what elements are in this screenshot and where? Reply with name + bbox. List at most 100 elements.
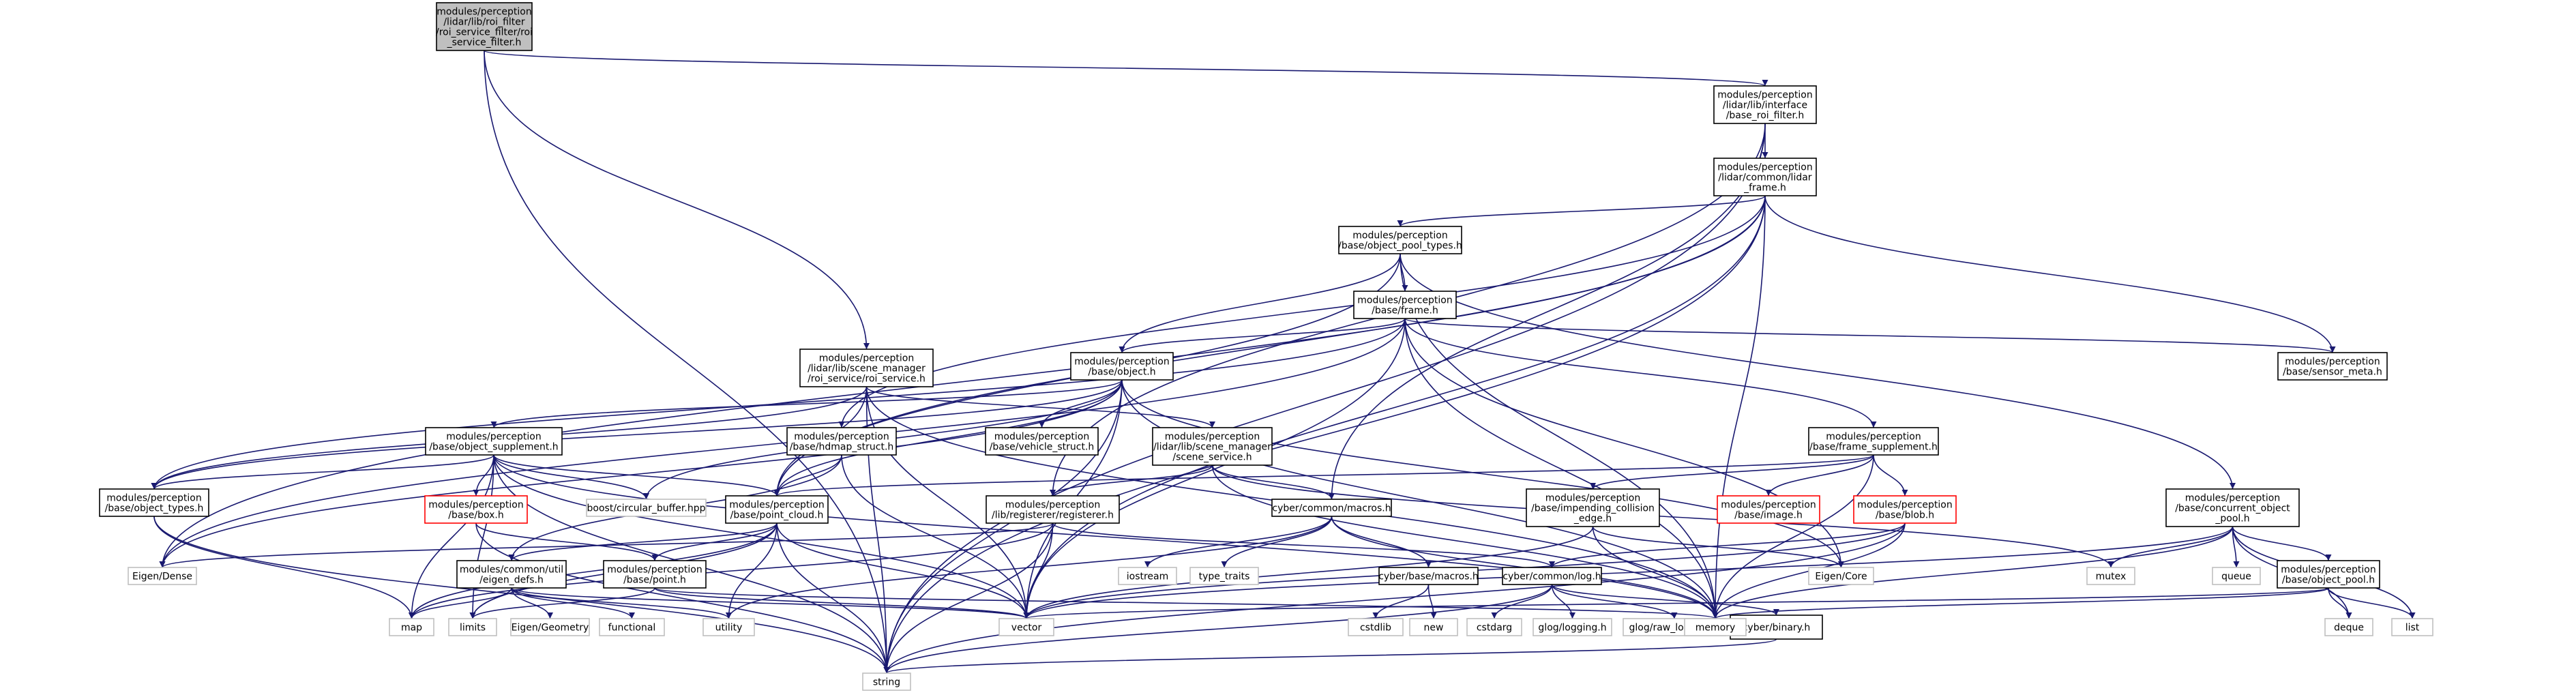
- node-box: [702, 618, 755, 636]
- node-cstdlib: cstdlib: [1348, 618, 1404, 636]
- edge-object_supplement-to-map: [409, 454, 494, 619]
- node-object-supplement[interactable]: modules/perception/base/object_supplemen…: [425, 427, 563, 456]
- edge-lidar_frame-to-object_pool_types: [1397, 195, 1766, 227]
- node-scene-service[interactable]: modules/perception/lidar/lib/scene_manag…: [1152, 427, 1273, 466]
- node-label-line: /base/object_pool_types.h: [1338, 241, 1462, 252]
- edge-roi_service-to-scene_service: [865, 386, 1215, 428]
- node-frame-supplement[interactable]: modules/perception/base/frame_supplement…: [1808, 427, 1939, 456]
- node-memory: memory: [1684, 618, 1747, 636]
- node-label-line: modules/perception: [994, 432, 1089, 443]
- node-label-line: utility: [715, 623, 743, 634]
- edge-registerer-to-vector: [1023, 522, 1054, 619]
- edge-log-to-binary: [1551, 584, 1779, 616]
- node-box: [1808, 567, 1874, 585]
- edge-concurrent_object_pool-to-mutex: [2107, 526, 2234, 568]
- node-label-line: boost/circular_buffer.hpp: [587, 503, 706, 514]
- node-hdmap-struct[interactable]: modules/perception/base/hdmap_struct.h: [786, 427, 897, 456]
- node-object-types[interactable]: modules/perception/base/object_types.h: [99, 488, 209, 517]
- node-box: [456, 560, 567, 589]
- node-label-line: /base/vehicle_struct.h: [990, 442, 1095, 453]
- node-label-line: queue: [2221, 572, 2251, 582]
- edge-registerer-to-log: [1052, 522, 1555, 568]
- edge-object_supplement-to-limits: [469, 454, 494, 619]
- edge-object-to-vehicle_struct: [1039, 379, 1123, 428]
- node-label-line: modules/perception: [819, 353, 914, 364]
- edge-object_supplement-to-vector: [493, 454, 1030, 619]
- edge-binary-to-string: [883, 638, 1777, 674]
- node-blob[interactable]: modules/perception/base/blob.h: [1853, 495, 1957, 524]
- node-label-line: /base/object_supplement.h: [429, 442, 558, 453]
- edge-frame_supplement-to-image: [1765, 454, 1874, 497]
- node-roi-service[interactable]: modules/perception/lidar/lib/scene_manag…: [799, 349, 934, 387]
- edge-lidar_frame-to-vector: [1023, 195, 1766, 619]
- node-box: [1502, 567, 1602, 585]
- node-base-macros[interactable]: cyber/base/macros.h: [1378, 567, 1479, 585]
- node-label-line: cstdarg: [1477, 623, 1512, 634]
- node-object[interactable]: modules/perception/base/object.h: [1070, 352, 1174, 381]
- node-label-line: /base/object_types.h: [105, 503, 204, 514]
- node-box: [1378, 567, 1479, 585]
- node-label-line: /scene_service.h: [1172, 452, 1252, 463]
- node-lidar-frame[interactable]: modules/perception/lidar/common/lidar_fr…: [1713, 158, 1817, 196]
- node-box: [998, 618, 1054, 636]
- node-box: [1348, 618, 1404, 636]
- node-label-line: /base/point.h: [623, 575, 686, 586]
- edge-frame-to-object: [1119, 318, 1406, 353]
- node-concurrent-object-pool[interactable]: modules/perception/base/concurrent_objec…: [2165, 488, 2300, 527]
- node-label-line: modules/perception: [436, 7, 531, 18]
- node-label-line: /base/box.h: [448, 510, 503, 521]
- edge-lidar_frame-to-hdmap_struct: [838, 195, 1766, 428]
- node-object-pool-types[interactable]: modules/perception/base/object_pool_type…: [1338, 226, 1462, 254]
- edge-concurrent_object_pool-to-object_pool: [2232, 526, 2332, 561]
- node-frame[interactable]: modules/perception/base/frame.h: [1353, 291, 1457, 319]
- node-box: [2391, 618, 2433, 636]
- node-label-line: _service_filter.h: [447, 38, 522, 48]
- edge-blob-to-log: [1549, 522, 1906, 568]
- edge-frame-to-frame_supplement: [1404, 318, 1877, 428]
- node-box: [985, 427, 1099, 456]
- edge-hdmap_struct-to-vector: [841, 454, 1030, 619]
- node-image[interactable]: modules/perception/base/image.h: [1717, 495, 1820, 524]
- node-impending-collision-edge[interactable]: modules/perception/base/impending_collis…: [1526, 488, 1660, 527]
- node-registerer[interactable]: modules/perception/lib/registerer/regist…: [986, 495, 1120, 524]
- node-point-cloud[interactable]: modules/perception/base/point_cloud.h: [725, 495, 829, 524]
- node-box: [862, 672, 911, 691]
- edge-log-to-glog_logging: [1551, 584, 1575, 619]
- node-label-line: /base/blob.h: [1876, 510, 1934, 521]
- edge-frame_supplement-to-point_cloud: [773, 454, 1874, 497]
- node-label-line: cyber/common/macros.h: [1272, 503, 1391, 514]
- edge-scene_service-to-macros: [1211, 464, 1335, 500]
- edge-object-to-memory: [1121, 379, 1719, 619]
- node-label-line: _edge.h: [1573, 514, 1612, 524]
- node-box: [424, 495, 528, 524]
- edge-concurrent_object_pool-to-vector: [1023, 526, 2234, 619]
- node-root[interactable]: modules/perception/lidar/lib/roi_filter/…: [436, 2, 533, 51]
- node-limits: limits: [448, 618, 497, 636]
- node-base-roi-filter[interactable]: modules/perception/lidar/lib/interface/b…: [1713, 85, 1817, 124]
- node-label-line: _frame.h: [1743, 183, 1786, 194]
- edge-object_pool-to-list: [2328, 587, 2416, 619]
- node-box[interactable]: modules/perception/base/box.h: [424, 495, 528, 524]
- edge-object_supplement-to-point_cloud: [493, 454, 780, 497]
- edge-object_pool-to-vector: [1024, 587, 2329, 619]
- edge-log-to-string: [883, 584, 1553, 674]
- node-box: [1271, 499, 1392, 517]
- node-object-pool[interactable]: modules/perception/base/object_pool.h: [2277, 560, 2380, 589]
- node-label-line: modules/perception: [2185, 493, 2280, 504]
- node-label-line: new: [1424, 623, 1444, 634]
- node-vehicle-struct[interactable]: modules/perception/base/vehicle_struct.h: [985, 427, 1099, 456]
- node-point[interactable]: modules/perception/base/point.h: [603, 560, 707, 589]
- node-label-line: cstdlib: [1360, 623, 1391, 634]
- node-label-line: /lidar/common/lidar: [1718, 173, 1811, 183]
- node-sensor-meta[interactable]: modules/perception/base/sensor_meta.h: [2277, 352, 2388, 381]
- node-label-line: cyber/base/macros.h: [1378, 572, 1479, 582]
- node-box: [436, 2, 533, 51]
- node-macros[interactable]: cyber/common/macros.h: [1271, 499, 1392, 517]
- node-label-line: cyber/common/log.h: [1502, 572, 1601, 582]
- node-eigen-defs[interactable]: modules/common/util/eigen_defs.h: [456, 560, 567, 589]
- node-box: [2277, 560, 2380, 589]
- edge-concurrent_object_pool-to-memory: [1712, 526, 2234, 619]
- edge-macros-to-type_traits: [1221, 516, 1333, 568]
- edge-object-to-string: [883, 379, 1123, 674]
- node-log[interactable]: cyber/common/log.h: [1502, 567, 1602, 585]
